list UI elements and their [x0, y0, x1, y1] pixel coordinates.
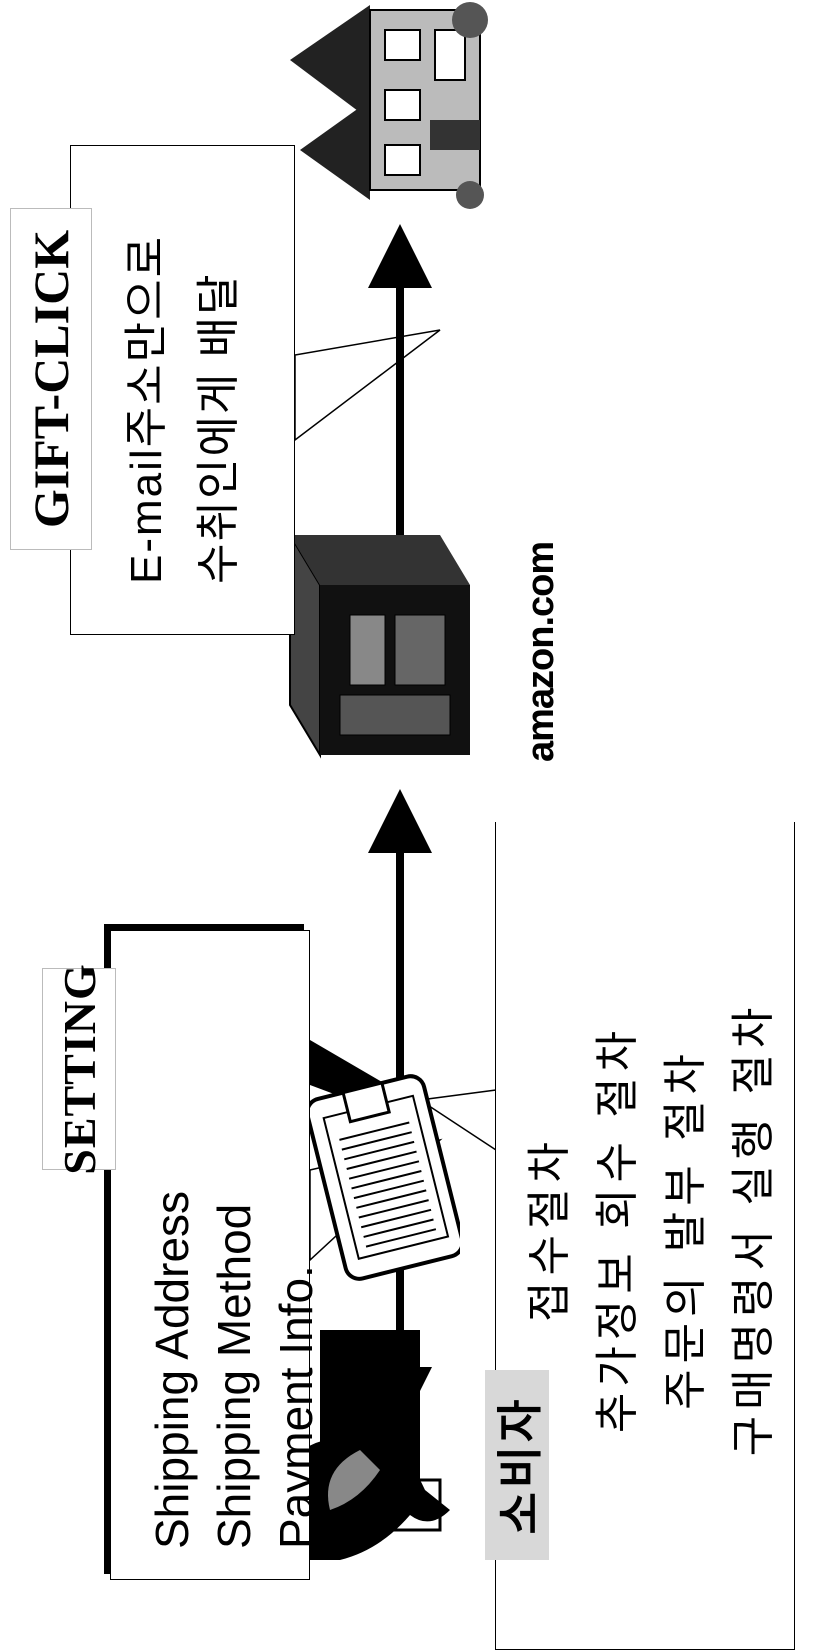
giftclick-callout: E-mail주소만으로 수취인에게 배달 [70, 145, 295, 635]
procedure-line: 주문의 발부 절차 [661, 1048, 710, 1410]
setting-line: Shipping Address [146, 1190, 198, 1549]
clipboard-icon [310, 1074, 460, 1281]
setting-line: Shipping Method [208, 1203, 260, 1549]
giftclick-lines: E-mail주소만으로 수취인에게 배달 [111, 235, 255, 584]
procedure-line: 구매명령서 실행 절차 [729, 1001, 778, 1457]
setting-callout: Shipping Address Shipping Method Payment… [110, 930, 322, 1580]
procedures-lines: 접수절차 추가정보 회수 절차 주문의 발부 절차 구매명령서 실행 절차 [516, 829, 788, 1629]
procedure-line: 추가정보 회수 절차 [593, 1024, 642, 1434]
setting-tag: SETTING [42, 963, 116, 1175]
house-icon [290, 2, 488, 209]
amazon-label: amazon.com [520, 541, 562, 762]
setting-lines: Shipping Address Shipping Method Payment… [141, 1191, 327, 1549]
giftclick-line: E-mail주소만으로 [122, 234, 171, 584]
giftclick-tag: GIFT-CLICK [10, 208, 92, 550]
giftclick-callout-pointer [294, 329, 441, 442]
consumer-label: 소비자 [485, 1370, 549, 1560]
server-icon [289, 531, 470, 759]
giftclick-line: 수취인에게 배달 [194, 272, 243, 584]
person-icon [267, 1330, 450, 1560]
setting-line: Payment Info. [270, 1265, 322, 1549]
